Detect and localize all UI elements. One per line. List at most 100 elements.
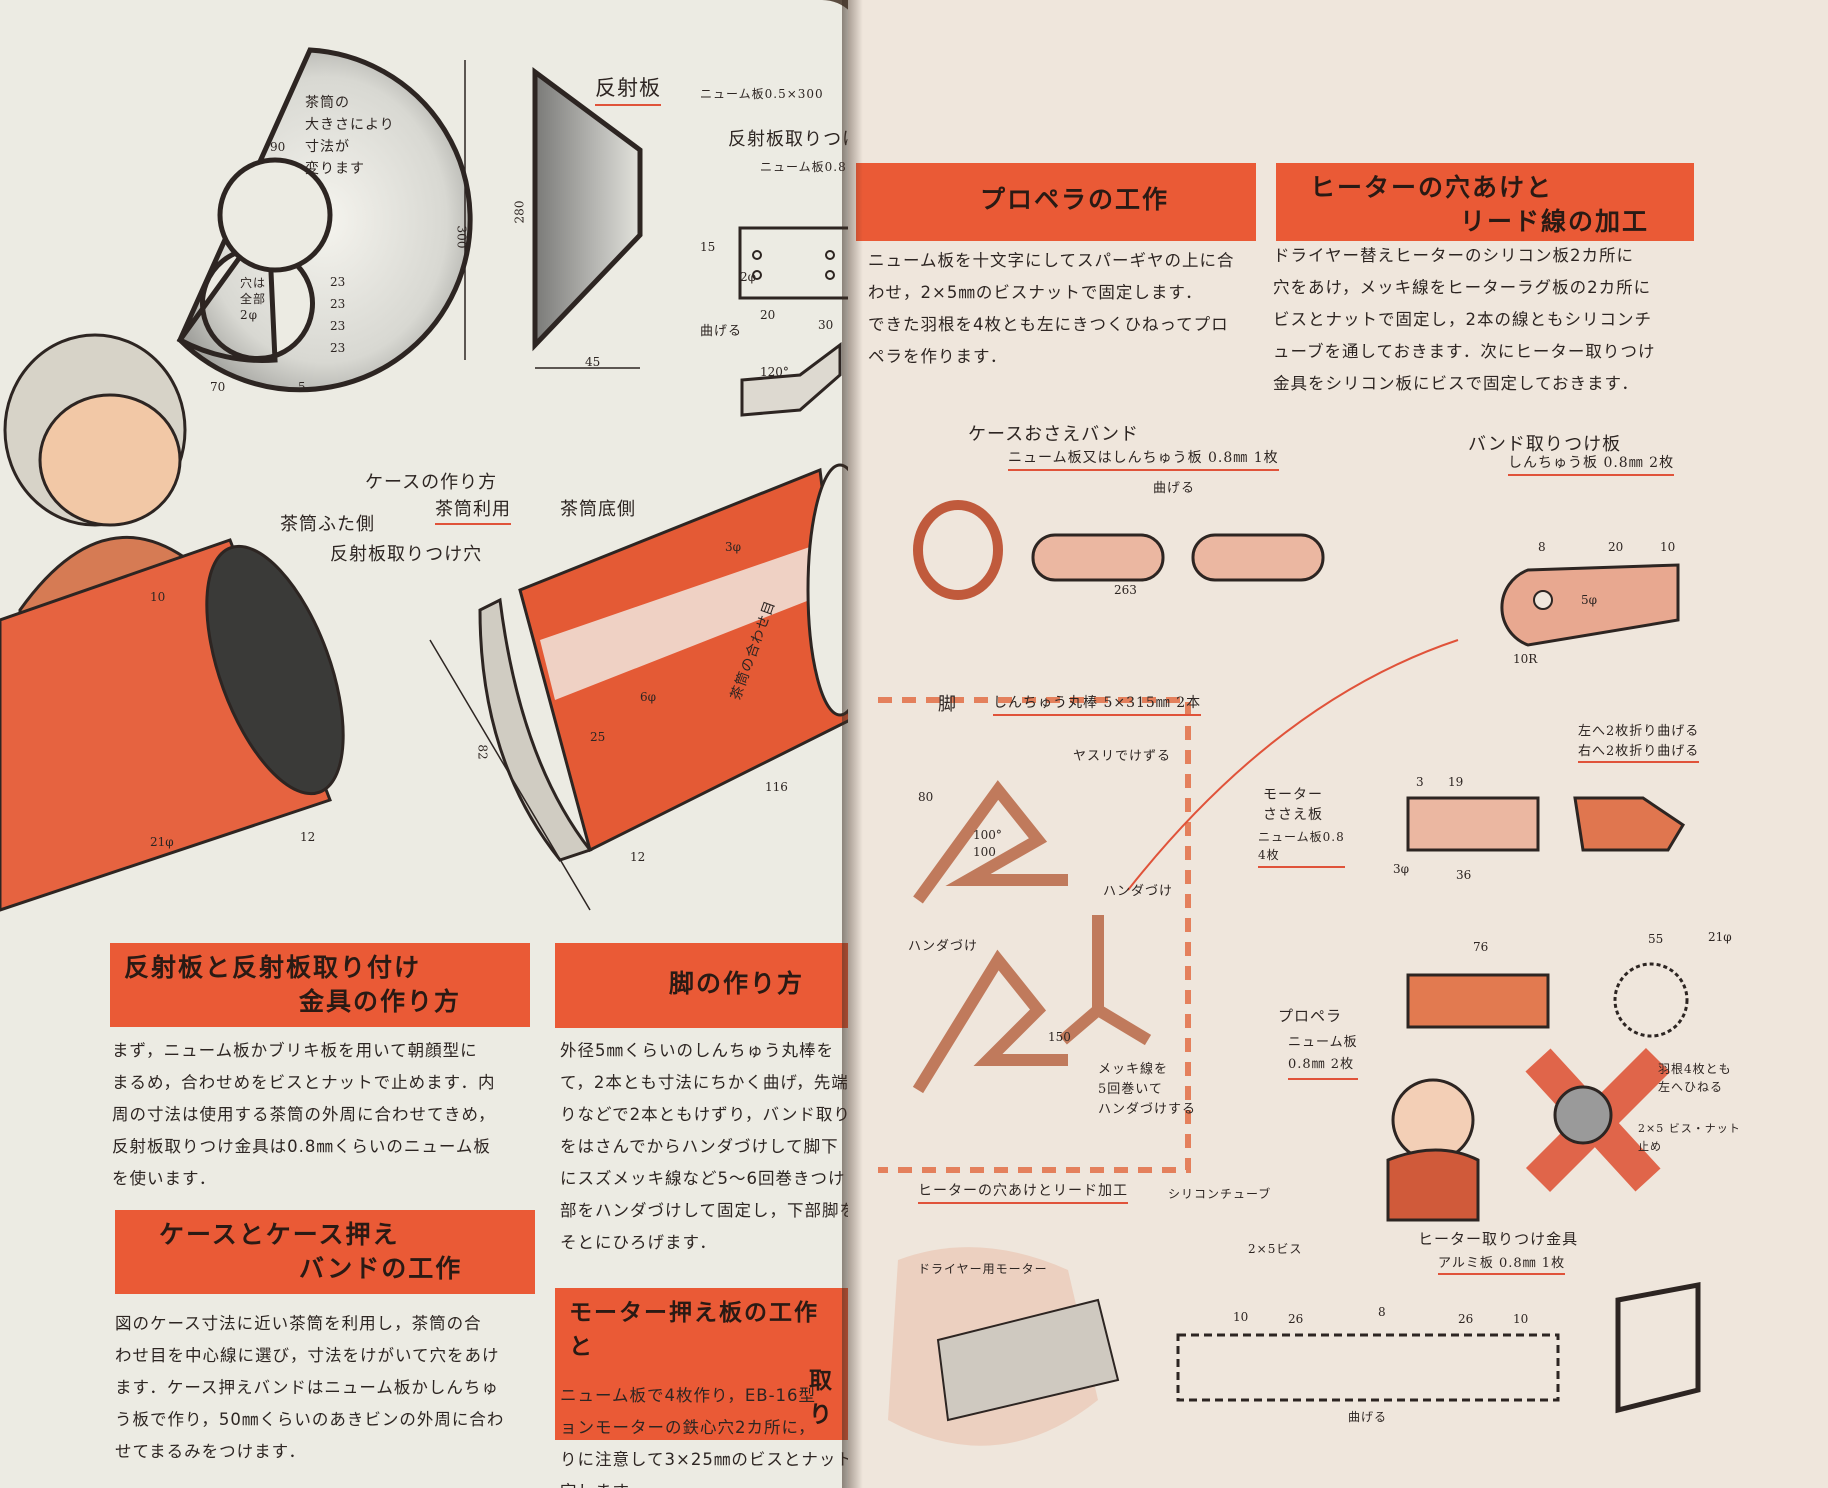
bend2-label: 曲げる bbox=[1348, 1410, 1388, 1424]
dim: 10 bbox=[1660, 540, 1676, 554]
dim: 3φ bbox=[725, 540, 742, 554]
dim: 55 bbox=[1648, 932, 1664, 946]
dim: 280 bbox=[512, 200, 527, 224]
dim: 23 bbox=[330, 297, 346, 311]
dim: 26 bbox=[1288, 1312, 1304, 1326]
section-heading-reflector: 反射板と反射板取り付け 金具の作り方 bbox=[110, 943, 530, 1027]
band-material: ニューム板又はしんちゅう板 0.8㎜ 1枚 bbox=[1008, 447, 1279, 471]
dim: 80 bbox=[918, 790, 934, 804]
dim: 25 bbox=[590, 730, 606, 744]
book-gutter bbox=[842, 0, 868, 1488]
plating-wire-note: メッキ線を 5回巻いて ハンダづけする bbox=[1098, 1062, 1197, 1117]
dim: 5φ bbox=[1581, 593, 1598, 607]
dim: 8 bbox=[1378, 1305, 1386, 1319]
dim: 100° bbox=[973, 828, 1002, 842]
dim: 150 bbox=[1048, 1030, 1071, 1044]
reflector-disc-drawing bbox=[176, 47, 643, 393]
screw2-label: 2×5ビス bbox=[1248, 1242, 1303, 1256]
solder-label-1: ハンダづけ bbox=[1103, 884, 1174, 899]
dim: 23 bbox=[330, 341, 346, 355]
reflector-title: 反射板 bbox=[595, 72, 661, 106]
dim: 120° bbox=[760, 365, 789, 379]
dim: 20 bbox=[760, 308, 776, 322]
dim: 20 bbox=[1608, 540, 1624, 554]
dim: 10 bbox=[1513, 1312, 1529, 1326]
dim: 100 bbox=[973, 845, 996, 859]
dim: 23 bbox=[330, 275, 346, 289]
section-heading-legs: 脚の作り方 bbox=[555, 943, 855, 1028]
dim: 30 bbox=[818, 318, 834, 332]
dim: 2φ bbox=[740, 270, 757, 284]
dim: 6φ bbox=[640, 690, 657, 704]
soko-side-label: 茶筒底側 bbox=[560, 499, 636, 520]
section-text-propeller: ニューム板を十文字にしてスパーギヤの上に合 わせ，2×5㎜のビスナットで固定しま… bbox=[868, 251, 1235, 366]
dim: 3φ bbox=[1393, 862, 1410, 876]
dim: 82 bbox=[475, 744, 490, 760]
band-bend: 曲げる bbox=[1153, 481, 1196, 496]
bracket-material: ニューム板0.8 bbox=[760, 160, 847, 174]
silicon-tube-label: シリコンチューブ bbox=[1168, 1187, 1272, 1201]
dim: 300 bbox=[454, 225, 469, 249]
motor-plate-material: ニューム板0.8 4枚 bbox=[1258, 828, 1345, 868]
section-heading-heater: ヒーターの穴あけと リード線の加工 bbox=[1276, 163, 1694, 241]
propeller-title: プロペラ bbox=[1278, 1007, 1343, 1025]
dim: 36 bbox=[1456, 868, 1472, 882]
dim: 70 bbox=[210, 380, 226, 394]
motor-plate-title: モーター ささえ板 bbox=[1263, 787, 1323, 823]
dim: 116 bbox=[765, 780, 788, 794]
legs-material: しんちゅう丸棒 5×315㎜ 2本 bbox=[993, 692, 1202, 716]
band-fitting-material: しんちゅう板 0.8㎜ 2枚 bbox=[1508, 452, 1675, 476]
left-page: 反射板 ニューム板0.5×300 反射板取りつけ金具 ニューム板0.8 茶筒の … bbox=[0, 0, 862, 1488]
toritsuke-hole-label: 反射板取りつけ穴 bbox=[330, 544, 483, 565]
heater-fitting-title: ヒーター取りつけ金具 bbox=[1418, 1230, 1579, 1248]
dim: 8 bbox=[1538, 540, 1546, 554]
section-heading-case: ケースとケース押え バンドの工作 bbox=[115, 1210, 535, 1294]
dim: 3 bbox=[1416, 775, 1424, 789]
dim: 15 bbox=[700, 240, 716, 254]
bend-label: 曲げる bbox=[700, 324, 743, 339]
section-text-case: 図のケース寸法に近い茶筒を利用し，茶筒の合 わせ目を中心線に選び，寸法をけがいて… bbox=[115, 1314, 505, 1461]
file-label: ヤスリでけずる bbox=[1073, 749, 1172, 764]
heater-section-label: ヒーターの穴あけとリード加工 bbox=[918, 1180, 1128, 1204]
dryer-motor-label: ドライヤー用モーター bbox=[918, 1262, 1048, 1276]
dim: 12 bbox=[300, 830, 316, 844]
dim: 12 bbox=[630, 850, 646, 864]
dim: 21φ bbox=[150, 835, 174, 849]
right-page: プロペラの工作 ニューム板を十文字にしてスパーギヤの上に合 わせ，2×5㎜のビス… bbox=[848, 0, 1828, 1488]
section-heading-propeller: プロペラの工作 bbox=[856, 163, 1256, 241]
section-text-reflector: まず，ニューム板かブリキ板を用いて朝顔型に まるめ，合わせめをビスとナットで止め… bbox=[112, 1041, 496, 1188]
dim: 90 bbox=[270, 140, 286, 154]
band-fitting-title: バンド取りつけ板 bbox=[1468, 434, 1622, 455]
dim: 10 bbox=[1233, 1310, 1249, 1324]
dim: 26 bbox=[1458, 1312, 1474, 1326]
dim: 45 bbox=[585, 355, 601, 369]
section-heading-motor: モーター押え板の工作と 取り bbox=[555, 1288, 855, 1440]
dim: 10R bbox=[1513, 652, 1538, 666]
case-subtitle: 茶筒利用 bbox=[435, 495, 511, 525]
blade-twist-note: 羽根4枚とも 左へひねる bbox=[1658, 1062, 1732, 1094]
right-page-drawings bbox=[878, 500, 1701, 1446]
legs-title: 脚 bbox=[938, 694, 957, 715]
heater-fitting-material: アルミ板 0.8㎜ 1枚 bbox=[1438, 1252, 1566, 1275]
dim: 21φ bbox=[1708, 930, 1732, 944]
hole-note: 穴は 全部 2φ bbox=[240, 276, 267, 322]
bracket-title: 反射板取りつけ金具 bbox=[728, 129, 862, 150]
dim: 23 bbox=[330, 319, 346, 333]
band-title: ケースおさえバンド bbox=[968, 424, 1139, 445]
section-text-heater: ドライヤー替えヒーターのシリコン板2カ所に 穴をあけ，メッキ線をヒーターラグ板の… bbox=[1273, 246, 1656, 393]
solder-label-2: ハンダづけ bbox=[908, 939, 979, 954]
chazutsu-note: 茶筒の 大きさにより 寸法が 変ります bbox=[305, 95, 395, 177]
screw-note: 2×5 ビス・ナット 止め bbox=[1638, 1122, 1741, 1153]
dim: 10 bbox=[150, 590, 166, 604]
bend-right-label: 右へ2枚折り曲げる bbox=[1578, 740, 1700, 763]
propeller-material: ニューム板 0.8㎜ 2枚 bbox=[1288, 1032, 1358, 1080]
reflector-material: ニューム板0.5×300 bbox=[700, 87, 824, 101]
futa-side-label: 茶筒ふた側 bbox=[280, 514, 375, 535]
section-text-legs: 外径5㎜くらいのしんちゅう丸棒を て，2本とも寸法にちかく曲げ，先端 りなどで2… bbox=[560, 1041, 858, 1252]
section-text-motor: ニューム板で4枚作り，EB-16型 ョンモーターの鉄心穴2カ所に， りに注意して… bbox=[560, 1386, 854, 1488]
bend-left-label: 左へ2枚折り曲げる bbox=[1578, 724, 1700, 739]
dim: 19 bbox=[1448, 775, 1464, 789]
dim: 5 bbox=[298, 380, 306, 394]
case-title: ケースの作り方 bbox=[365, 472, 498, 493]
band-length: 263 bbox=[1114, 583, 1137, 597]
